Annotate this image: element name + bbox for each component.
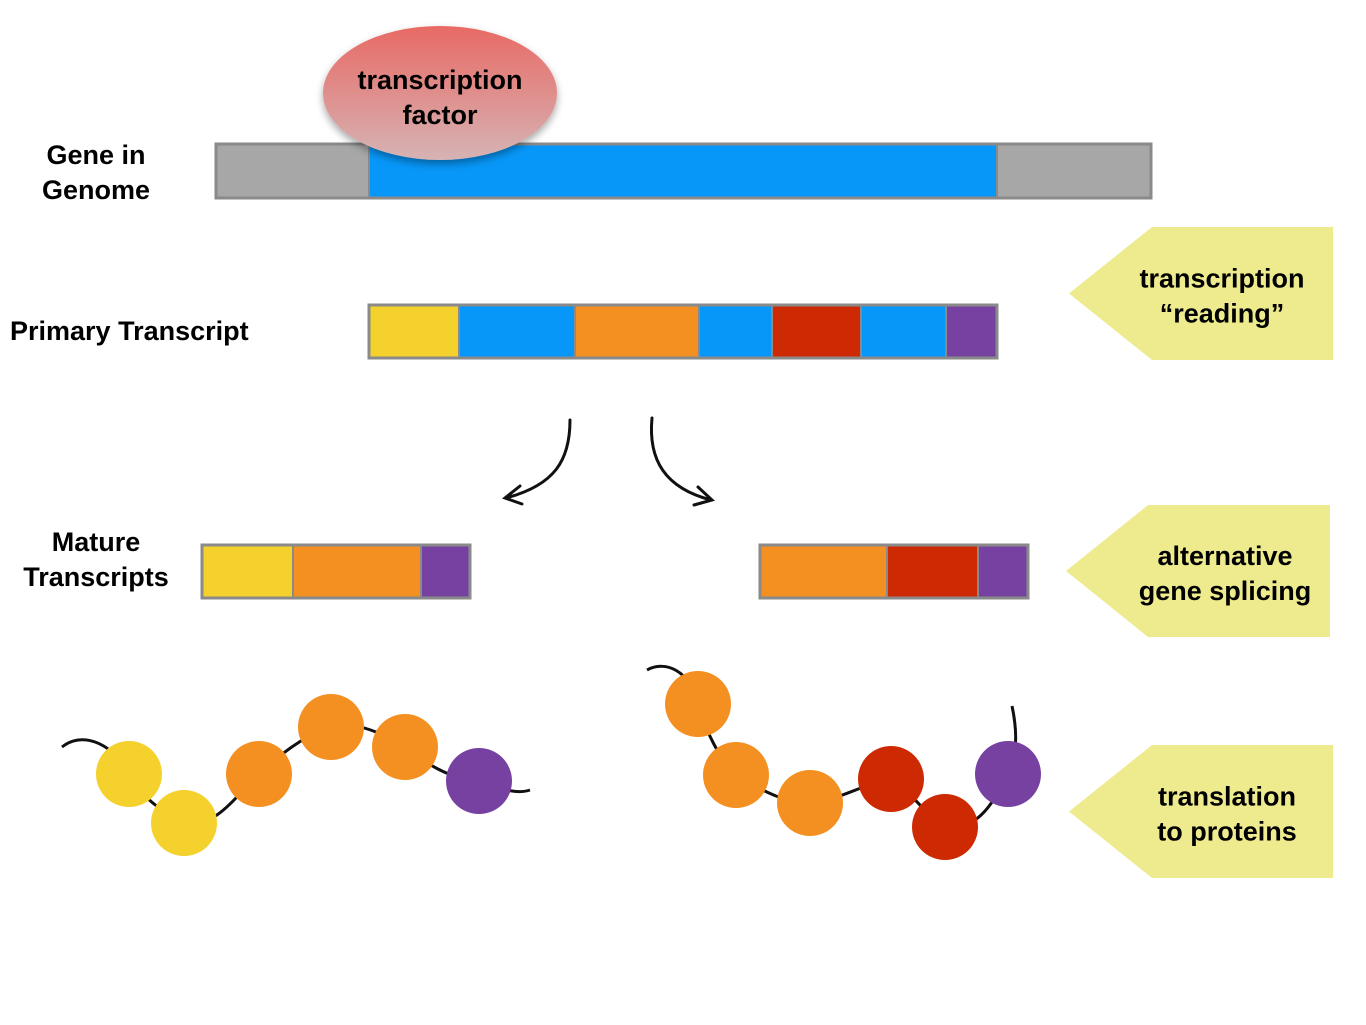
callouts: transcription “reading” alternative gene sp… bbox=[1066, 227, 1333, 878]
gene-bar-outline bbox=[214, 142, 1153, 200]
gene-bar-segment-1 bbox=[216, 144, 369, 198]
protein-right-bead-4 bbox=[858, 746, 924, 812]
transcription-factor: transcription factor bbox=[323, 26, 557, 160]
gene-bar-segment-3 bbox=[997, 144, 1151, 198]
callout-2: alternative gene splicing bbox=[1066, 505, 1330, 637]
protein-right-bead-2 bbox=[703, 742, 769, 808]
mature-left-segment-2 bbox=[293, 545, 421, 598]
primary-transcript-outline bbox=[367, 303, 999, 360]
mature-right-outline bbox=[758, 543, 1030, 600]
primary-transcript-segment-5 bbox=[772, 305, 861, 358]
mature-transcripts-label-line2: Transcripts bbox=[23, 562, 169, 592]
protein-right-bead-1 bbox=[665, 671, 731, 737]
callout-2-line1: alternative bbox=[1157, 541, 1292, 571]
mature-transcript-right bbox=[758, 543, 1030, 600]
mature-right-segment-3 bbox=[978, 545, 1028, 598]
protein-right-bead-5 bbox=[912, 794, 978, 860]
right-splice-arrow-icon bbox=[649, 416, 715, 507]
mature-right-segment-1 bbox=[760, 545, 887, 598]
callout-1-line1: transcription bbox=[1139, 264, 1304, 294]
callout-1-line2: “reading” bbox=[1160, 299, 1285, 329]
protein-left-bead-3 bbox=[226, 741, 292, 807]
primary-transcript-segment-1 bbox=[369, 305, 459, 358]
callout-3-line2: to proteins bbox=[1157, 817, 1297, 847]
mature-left-segment-3 bbox=[421, 545, 470, 598]
protein-left-bead-1 bbox=[96, 741, 162, 807]
callout-2-tag-shape bbox=[1066, 505, 1330, 637]
protein-left-bead-5 bbox=[372, 714, 438, 780]
callout-2-line2: gene splicing bbox=[1139, 576, 1312, 606]
primary-transcript-segment-4 bbox=[699, 305, 772, 358]
mature-transcripts-label-line1: Mature bbox=[52, 527, 141, 557]
mature-left-outline bbox=[200, 543, 472, 600]
protein-left-bead-2 bbox=[151, 790, 217, 856]
protein-left bbox=[61, 694, 531, 856]
mature-right-segment-2 bbox=[887, 545, 978, 598]
primary-transcript-label: Primary Transcript bbox=[10, 316, 249, 346]
mature-left-segment-1 bbox=[202, 545, 293, 598]
protein-right-bead-6 bbox=[975, 741, 1041, 807]
callout-3: translation to proteins bbox=[1069, 745, 1333, 878]
protein-right-bead-3 bbox=[777, 770, 843, 836]
left-splice-arrow-icon bbox=[501, 418, 572, 506]
transcription-factor-label-line1: transcription bbox=[357, 65, 522, 95]
mature-transcript-left bbox=[200, 543, 472, 600]
primary-transcript-segment-6 bbox=[861, 305, 946, 358]
protein-left-bead-4 bbox=[298, 694, 364, 760]
transcription-factor-blob bbox=[323, 26, 557, 160]
callout-1-tag-shape bbox=[1069, 227, 1333, 360]
gene-in-genome-label-line2: Genome bbox=[42, 175, 150, 205]
transcription-factor-label-line2: factor bbox=[402, 100, 478, 130]
primary-transcript-segment-7 bbox=[946, 305, 997, 358]
primary-transcript-bar bbox=[367, 303, 999, 360]
callout-3-line1: translation bbox=[1158, 782, 1296, 812]
gene-in-genome-label-line1: Gene in bbox=[46, 140, 145, 170]
protein-left-bead-6 bbox=[446, 748, 512, 814]
callout-3-tag-shape bbox=[1069, 745, 1333, 878]
primary-transcript-segment-2 bbox=[459, 305, 575, 358]
splicing-arrows bbox=[501, 416, 715, 507]
primary-transcript-segment-3 bbox=[575, 305, 699, 358]
gene-bar bbox=[214, 142, 1153, 200]
callout-1: transcription “reading” bbox=[1069, 227, 1333, 360]
protein-right bbox=[646, 664, 1041, 860]
